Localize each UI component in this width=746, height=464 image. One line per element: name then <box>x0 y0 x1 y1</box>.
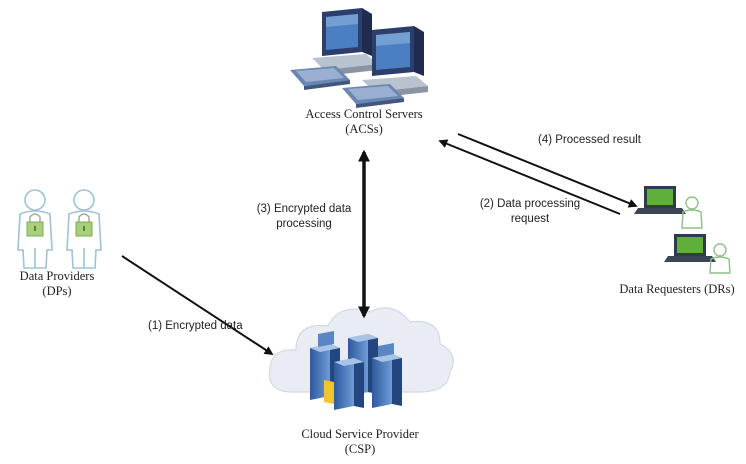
lock-icon <box>75 213 93 237</box>
drs-label: Data Requesters (DRs) <box>610 282 744 297</box>
data-providers-icon <box>17 189 102 269</box>
dps-label: Data Providers (DPs) <box>0 269 114 299</box>
csp-name: Cloud Service Provider <box>301 427 419 441</box>
lock-icon <box>26 213 44 237</box>
person-icon <box>681 196 703 229</box>
person-icon <box>709 243 731 274</box>
drs-name: Data Requesters (DRs) <box>619 282 735 296</box>
edge-label-request-line1: (2) Data processing <box>479 198 581 210</box>
access-control-servers-icon <box>290 8 428 108</box>
dps-abbr: (DPs) <box>42 284 72 298</box>
edge-label-processing-line2: processing <box>276 218 332 230</box>
dps-name: Data Providers <box>19 269 95 283</box>
arrow-data-processing-request <box>438 139 621 215</box>
arrow-processed-result <box>457 133 638 208</box>
server-rack-icon <box>372 354 402 408</box>
edge-label-data-processing-request: (2) Data processing request <box>470 197 590 227</box>
person-icon <box>17 189 53 269</box>
csp-abbr: (CSP) <box>344 442 376 456</box>
laptop-icon <box>634 186 686 214</box>
acs-abbr: (ACSs) <box>345 122 383 136</box>
edge-label-encrypted-data: (1) Encrypted data <box>148 319 243 334</box>
acs-label: Access Control Servers (ACSs) <box>284 107 444 137</box>
edge-label-processed-result-text: (4) Processed result <box>538 134 641 146</box>
csp-label: Cloud Service Provider (CSP) <box>280 427 440 457</box>
cloud-service-provider-icon <box>268 307 454 410</box>
edge-label-request-line2: request <box>510 213 550 225</box>
person-icon <box>66 189 102 269</box>
acs-name: Access Control Servers <box>305 107 423 121</box>
edge-label-processed-result: (4) Processed result <box>538 133 641 148</box>
edge-label-encrypted-data-text: (1) Encrypted data <box>148 320 243 332</box>
laptop-icon <box>664 234 716 262</box>
computer-icon <box>290 8 378 90</box>
server-rack-icon <box>318 331 394 357</box>
edge-label-encrypted-data-processing: (3) Encrypted data processing <box>246 202 362 232</box>
arrow-encrypted-data <box>121 255 274 355</box>
data-requesters-icon <box>634 186 731 274</box>
edge-label-processing-line1: (3) Encrypted data <box>256 203 352 215</box>
computer-icon <box>342 26 428 108</box>
server-rack-icon <box>324 358 364 410</box>
